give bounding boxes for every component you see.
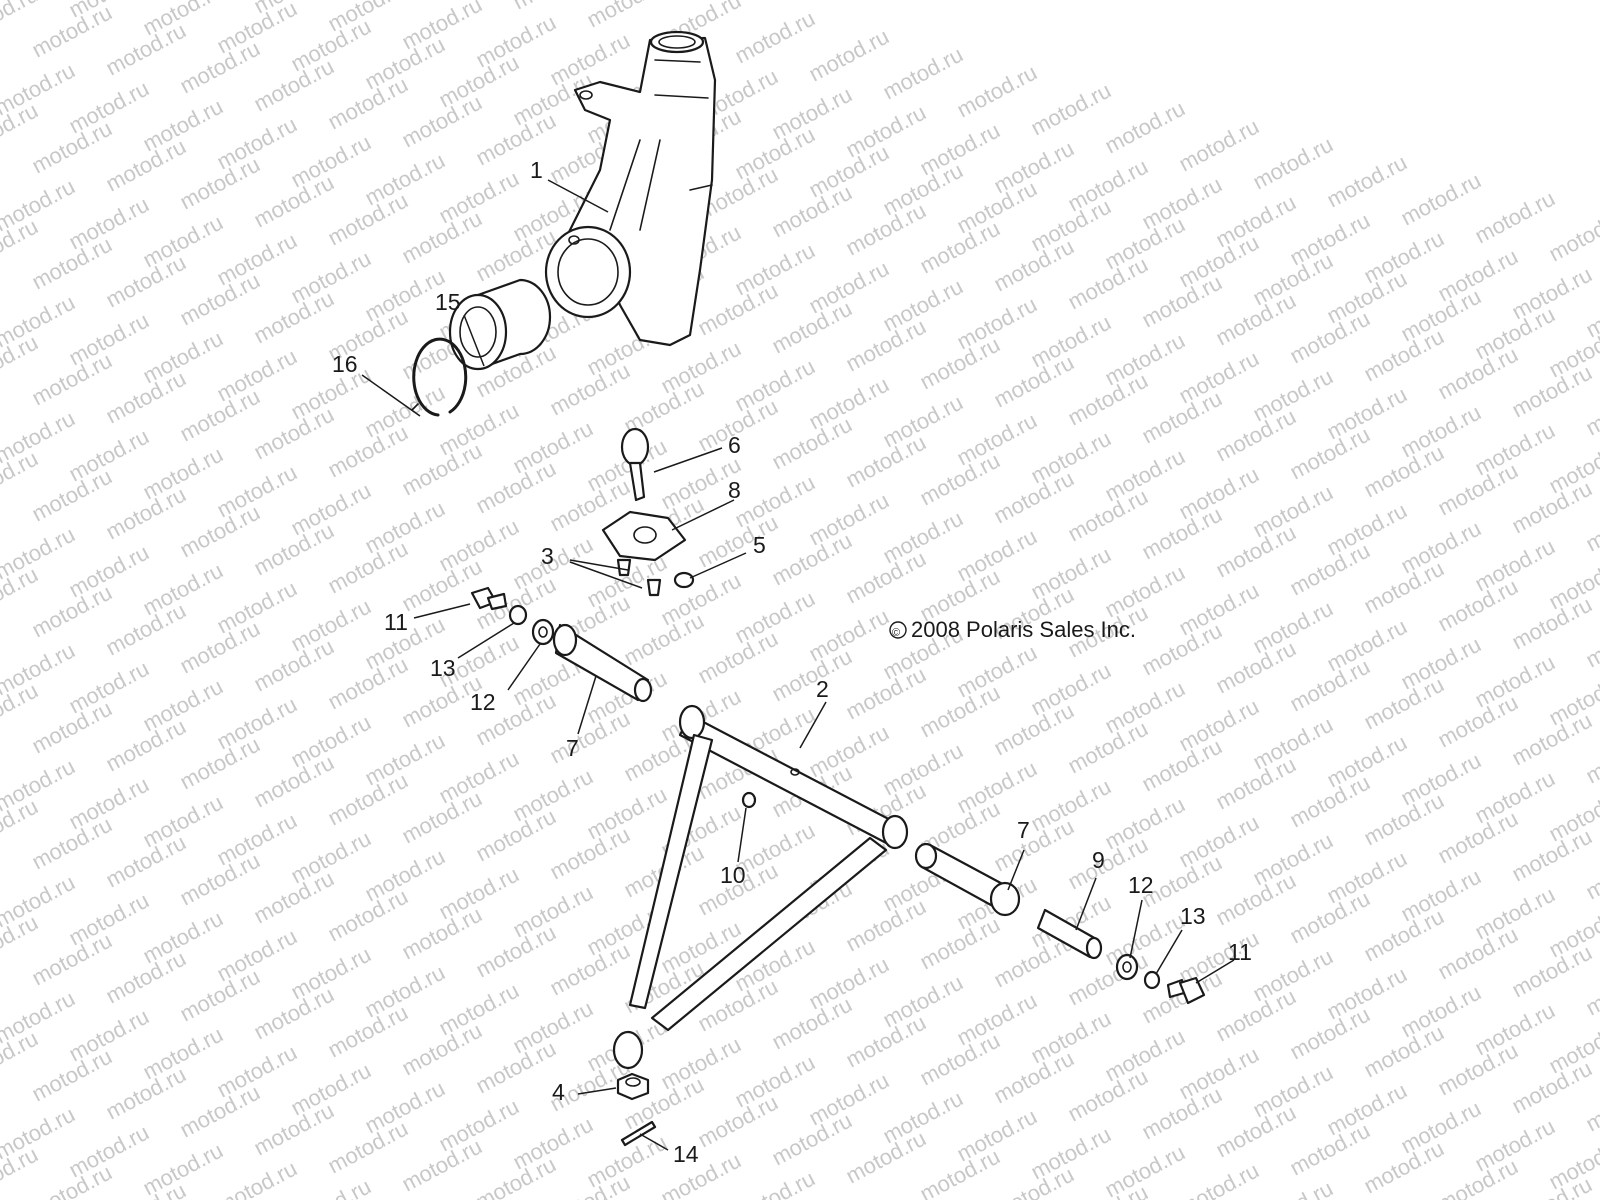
cotter-pin xyxy=(620,1120,657,1147)
callout-5: 5 xyxy=(753,532,766,558)
copyright-symbol-ring xyxy=(889,621,907,639)
lock-washer-left xyxy=(508,604,528,626)
callout-16: 16 xyxy=(332,351,358,377)
callout-15: 15 xyxy=(435,289,461,315)
callout-11-left: 11 xyxy=(384,609,408,635)
watermark-text: motod.ru xyxy=(213,1156,301,1200)
watermark-text: motod.ru xyxy=(879,42,967,105)
callout-6: 6 xyxy=(728,432,741,458)
leader-lines xyxy=(361,179,1235,1151)
mounting-plate xyxy=(601,510,687,562)
snap-ring xyxy=(411,337,468,417)
copyright-symbol: © xyxy=(892,627,900,639)
watermark-text: motod.ru xyxy=(731,6,819,69)
watermark-text: motod.ru xyxy=(1397,168,1485,231)
callout-13-right: 13 xyxy=(1180,903,1206,929)
pivot-bushing-lower xyxy=(914,842,1021,917)
watermark-text: motod.ru xyxy=(1101,96,1189,159)
callout-1: 1 xyxy=(530,157,543,183)
pivot-bushing-upper xyxy=(552,623,653,703)
flat-washer-right xyxy=(1115,953,1139,981)
flat-washer-left xyxy=(531,618,555,646)
callout-labels: 1 15 16 6 8 3 5 11 13 12 7 2 10 7 9 12 1… xyxy=(332,157,1252,1167)
callout-4: 4 xyxy=(552,1079,565,1105)
steering-knuckle xyxy=(544,30,717,347)
bolt-right xyxy=(1166,976,1206,1005)
watermark-text: motod.ru xyxy=(1323,150,1411,213)
watermark-text: motod.ru xyxy=(1471,186,1559,249)
ball-joint xyxy=(620,427,650,502)
callout-12-left: 12 xyxy=(470,689,496,715)
grease-fitting xyxy=(741,791,757,809)
callout-14: 14 xyxy=(673,1141,699,1167)
sleeve xyxy=(1036,908,1103,960)
callout-8: 8 xyxy=(728,477,741,503)
copyright-text: 2008 Polaris Sales Inc. xyxy=(911,617,1136,642)
watermark-text: motod.ru xyxy=(1175,1158,1263,1200)
callout-12-right: 12 xyxy=(1128,872,1154,898)
bolt-left xyxy=(470,586,508,611)
callout-3: 3 xyxy=(541,543,554,569)
watermark-text: motod.ru xyxy=(1545,204,1600,267)
watermark-text: motod.ru xyxy=(805,24,893,87)
watermark-text: motod.ru xyxy=(953,60,1041,123)
callout-7-lower: 7 xyxy=(1017,817,1030,843)
a-arm xyxy=(612,704,909,1070)
callout-10: 10 xyxy=(720,862,746,888)
watermark-text: motod.ru xyxy=(1175,114,1263,177)
watermark-text: motod.ru xyxy=(731,1166,819,1200)
castle-nut xyxy=(616,1072,650,1101)
watermark-text: motod.ru xyxy=(1027,78,1115,141)
callout-7-upper: 7 xyxy=(566,735,579,761)
lock-washer-right xyxy=(1143,970,1161,990)
callout-9: 9 xyxy=(1092,847,1105,873)
wheel-bearing xyxy=(448,278,552,371)
callout-11-right: 11 xyxy=(1228,939,1252,965)
callout-13-left: 13 xyxy=(430,655,456,681)
clip xyxy=(673,571,695,589)
watermark-text: motod.ru xyxy=(657,1148,745,1200)
stud-pair xyxy=(616,558,662,597)
callout-2: 2 xyxy=(816,676,829,702)
watermark-text: motod.ru xyxy=(1249,132,1337,195)
copyright-notice: © 2008 Polaris Sales Inc. xyxy=(889,617,1136,642)
